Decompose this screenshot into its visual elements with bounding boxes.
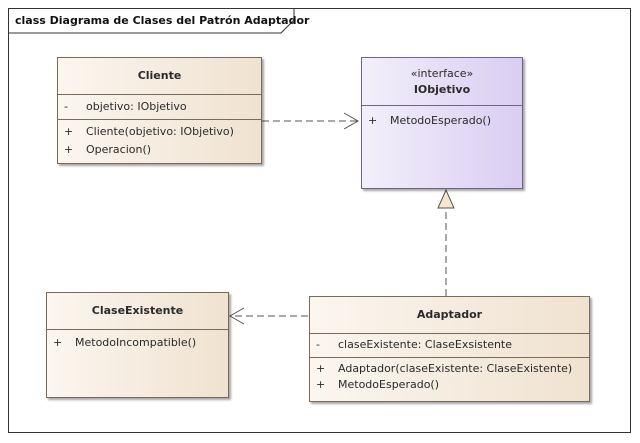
operation-row: + Adaptador(claseExistente: ClaseExisten…: [310, 361, 589, 377]
visibility-marker: +: [368, 114, 378, 127]
operation-text: MetodoIncompatible(): [75, 336, 197, 349]
class-clase-existente-header: ClaseExistente: [47, 293, 228, 330]
interface-iobjetivo-operations: + MetodoEsperado(): [362, 106, 522, 133]
class-name: ClaseExistente: [91, 304, 184, 317]
interface-iobjetivo-header: «interface» IObjetivo: [362, 58, 522, 106]
operation-row: + MetodoEsperado(): [362, 112, 522, 130]
class-name: Adaptador: [416, 308, 483, 321]
visibility-marker: +: [316, 362, 326, 375]
operation-text: MetodoEsperado(): [390, 114, 492, 127]
class-adaptador-header: Adaptador: [310, 297, 589, 334]
class-clase-existente-operations: + MetodoIncompatible(): [47, 330, 228, 355]
visibility-marker: -: [64, 100, 68, 113]
stereotype-label: «interface»: [410, 67, 474, 80]
visibility-marker: -: [316, 338, 320, 351]
visibility-marker: +: [64, 125, 74, 138]
operation-row: + MetodoIncompatible(): [47, 334, 228, 352]
class-name: IObjetivo: [413, 83, 471, 96]
visibility-marker: +: [64, 143, 74, 156]
class-clase-existente[interactable]: ClaseExistente + MetodoIncompatible(): [46, 292, 229, 398]
attribute-row: - objetivo: IObjetivo: [58, 98, 261, 116]
class-cliente-operations: + Cliente(objetivo: IObjetivo) + Operaci…: [58, 120, 261, 162]
class-adaptador-attributes: - claseExistente: ClaseExsistente: [310, 334, 589, 358]
class-cliente[interactable]: Cliente - objetivo: IObjetivo + Cliente(…: [57, 57, 262, 164]
visibility-marker: +: [316, 378, 326, 391]
class-cliente-attributes: - objetivo: IObjetivo: [58, 95, 261, 120]
dependency-cliente-iobjetivo: [262, 112, 360, 130]
operation-text: MetodoEsperado(): [338, 378, 440, 391]
realization-adaptador-iobjetivo: [437, 188, 455, 296]
operation-row: + Cliente(objetivo: IObjetivo): [58, 123, 261, 141]
frame-tab-outline: [9, 9, 295, 34]
attribute-text: objetivo: IObjetivo: [86, 100, 187, 113]
operation-text: Operacion(): [86, 143, 152, 156]
visibility-marker: +: [53, 336, 63, 349]
attribute-row: - claseExistente: ClaseExsistente: [310, 336, 589, 354]
class-adaptador[interactable]: Adaptador - claseExistente: ClaseExsiste…: [309, 296, 590, 402]
operation-row: + Operacion(): [58, 141, 261, 159]
interface-iobjetivo[interactable]: «interface» IObjetivo + MetodoEsperado(): [361, 57, 523, 189]
class-name: Cliente: [137, 69, 182, 82]
dependency-adaptador-claseexistente: [228, 307, 308, 325]
operation-text: Cliente(objetivo: IObjetivo): [86, 125, 234, 138]
class-cliente-header: Cliente: [58, 58, 261, 95]
diagram-title: class Diagrama de Clases del Patrón Adap…: [15, 14, 310, 27]
class-adaptador-operations: + Adaptador(claseExistente: ClaseExisten…: [310, 358, 589, 393]
operation-row: + MetodoEsperado(): [310, 377, 589, 393]
operation-text: Adaptador(claseExistente: ClaseExistente…: [338, 362, 573, 375]
attribute-text: claseExistente: ClaseExsistente: [338, 338, 513, 351]
